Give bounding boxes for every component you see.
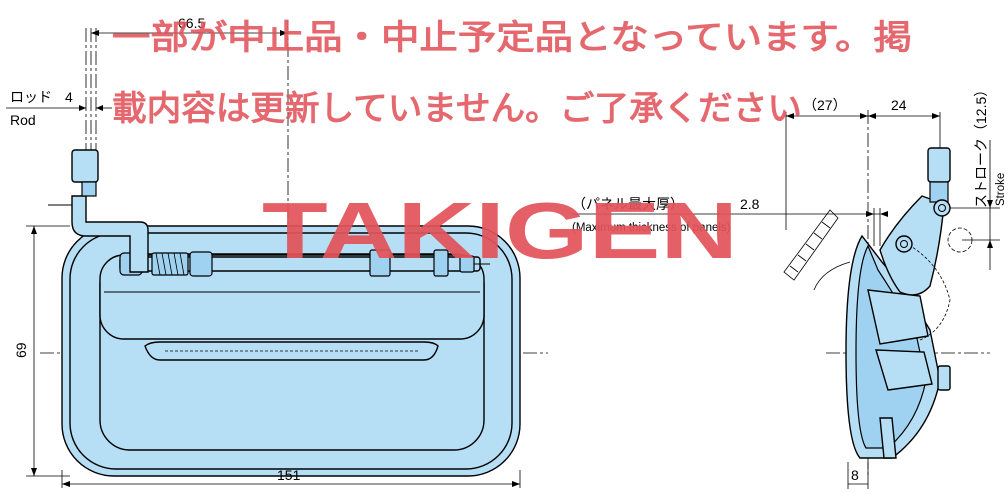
dim-height: 69 xyxy=(13,225,70,477)
side-stopper xyxy=(937,365,951,391)
rod-bracket xyxy=(71,195,149,273)
dim-24-label: 24 xyxy=(891,97,907,113)
spring xyxy=(151,252,189,276)
dim-8: 8 xyxy=(847,462,869,489)
dim-8-label: 8 xyxy=(851,467,859,483)
side-pivot-lower-hole xyxy=(900,240,908,248)
side-lower-tab xyxy=(879,417,897,459)
dim-66-5: 66.5 xyxy=(91,15,288,36)
side-pivot-upper-hole xyxy=(938,204,946,212)
takigen-logo: TAKIGEN xyxy=(262,186,738,275)
dim-panel: （パネル最大厚） 2.8 (Maximum thickness of panel… xyxy=(572,196,888,246)
side-view: （27） 24 ストローク（12.5） Stroke （パネル最大厚） 2.8 … xyxy=(572,83,1007,489)
stroke-label-en: Stroke xyxy=(995,173,1007,206)
side-lever-block xyxy=(867,289,929,345)
rod-clip-neck xyxy=(81,181,97,197)
dim-27-label: （27） xyxy=(803,97,847,113)
dim-stroke: ストローク（12.5） Stroke xyxy=(950,83,1007,270)
side-arm-stroke-path xyxy=(899,239,951,341)
dim-66-5-label: 66.5 xyxy=(178,15,205,31)
dim-rod: ロッド 4 Rod xyxy=(6,89,112,128)
spring-seat xyxy=(189,251,213,277)
front-view: 66.5 ロッド 4 Rod 69 151 xyxy=(6,15,548,488)
side-pivot-upper xyxy=(933,199,951,217)
watermark: 一部が中止品・中止予定品となっています。掲 載内容は更新していません。ご了承くだ… xyxy=(112,18,912,275)
height-label: 69 xyxy=(13,342,29,358)
panel-label-ja: （パネル最大厚） xyxy=(572,196,684,212)
rod-clip xyxy=(71,149,99,183)
stroke-label-ja: ストローク（12.5） xyxy=(973,83,989,208)
panel-label-en: (Maximum thickness of panels) xyxy=(572,222,731,234)
bar-block xyxy=(369,249,391,277)
width-label: 151 xyxy=(277,467,301,483)
side-pivot-lower xyxy=(895,235,913,253)
rod-label-ja: ロッド xyxy=(10,89,52,105)
watermark-line-2: 載内容は更新していません。ご了承ください xyxy=(112,89,802,129)
side-lever-lower xyxy=(875,349,933,391)
side-rod-clip xyxy=(927,147,951,183)
rod-value: 4 xyxy=(65,89,73,105)
watermark-line-1: 一部が中止品・中止予定品となっています。掲 xyxy=(112,18,912,58)
bar-collar xyxy=(433,249,449,277)
panel-value: 2.8 xyxy=(740,196,760,212)
door-panel xyxy=(783,209,851,291)
rod-label-en: Rod xyxy=(10,112,36,128)
side-rod-clip-neck xyxy=(929,181,949,203)
dim-27-24: （27） 24 xyxy=(786,97,940,119)
dim-width: 151 xyxy=(61,467,521,488)
